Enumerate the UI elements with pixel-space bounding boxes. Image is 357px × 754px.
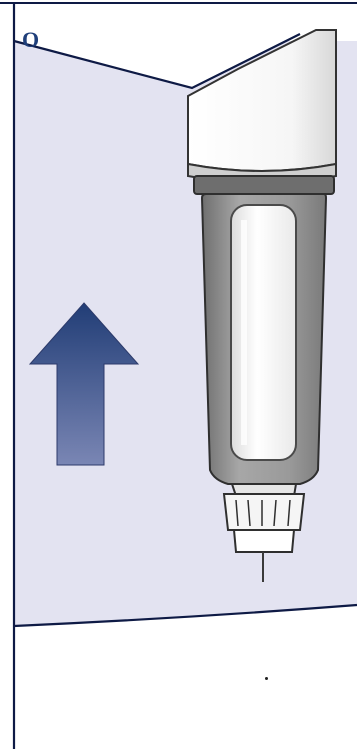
pen-window xyxy=(230,204,297,461)
panel-bottom-edge xyxy=(13,603,357,628)
caption-area xyxy=(14,628,355,747)
pen-cap xyxy=(187,29,337,172)
pen-collar xyxy=(193,175,335,195)
dot-marker xyxy=(265,677,268,680)
step-label: O xyxy=(22,27,40,52)
insulin-pen-icon xyxy=(187,29,337,582)
up-arrow-icon xyxy=(28,302,140,466)
needle-hub-base xyxy=(232,529,296,553)
panel-top-edge xyxy=(13,33,301,90)
needle-hub-ribs xyxy=(235,499,291,527)
needle-hub xyxy=(222,493,306,531)
